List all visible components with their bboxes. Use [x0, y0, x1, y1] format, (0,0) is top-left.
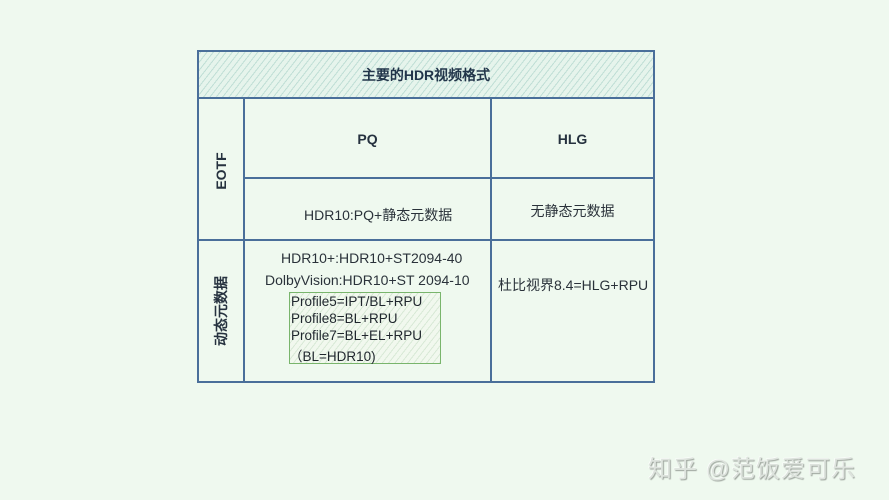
- zhihu-watermark: 知乎 @范饭爱可乐: [648, 456, 857, 483]
- hlg-static-metadata: 无静态元数据: [530, 203, 615, 219]
- border-top: [197, 50, 655, 52]
- column-header-pq: PQ: [357, 131, 378, 147]
- border-left: [197, 50, 199, 383]
- column-header-hlg: HLG: [557, 131, 588, 147]
- dolby-profiles-box: [289, 292, 441, 364]
- title-hatch-background: [198, 51, 654, 98]
- border-bottom: [197, 381, 655, 383]
- row-divider-header-static: [244, 177, 655, 179]
- hdr10plus-line: HDR10+:HDR10+ST2094-40: [281, 250, 463, 266]
- title-divider: [197, 97, 655, 99]
- profile7-line: Profile7=BL+EL+RPU: [291, 328, 422, 343]
- profile8-line: Profile8=BL+RPU: [291, 311, 398, 326]
- border-right: [653, 50, 655, 383]
- table-title: 主要的HDR视频格式: [361, 67, 491, 83]
- row-header-eotf: EOTF: [213, 152, 229, 190]
- row-header-dynamic-metadata: 动态元数据: [213, 276, 229, 346]
- col-divider-label: [243, 97, 245, 383]
- bl-note-line: （BL=HDR10): [289, 349, 376, 364]
- profile5-line: Profile5=IPT/BL+RPU: [291, 294, 423, 309]
- row-divider-eotf-dynamic: [197, 239, 655, 241]
- pq-static-metadata: HDR10:PQ+静态元数据: [304, 207, 453, 223]
- dolbyvision-line: DolbyVision:HDR10+ST 2094-10: [265, 272, 470, 288]
- col-divider-pq-hlg: [490, 97, 492, 383]
- hlg-dynamic-metadata: 杜比视界8.4=HLG+RPU: [498, 277, 649, 293]
